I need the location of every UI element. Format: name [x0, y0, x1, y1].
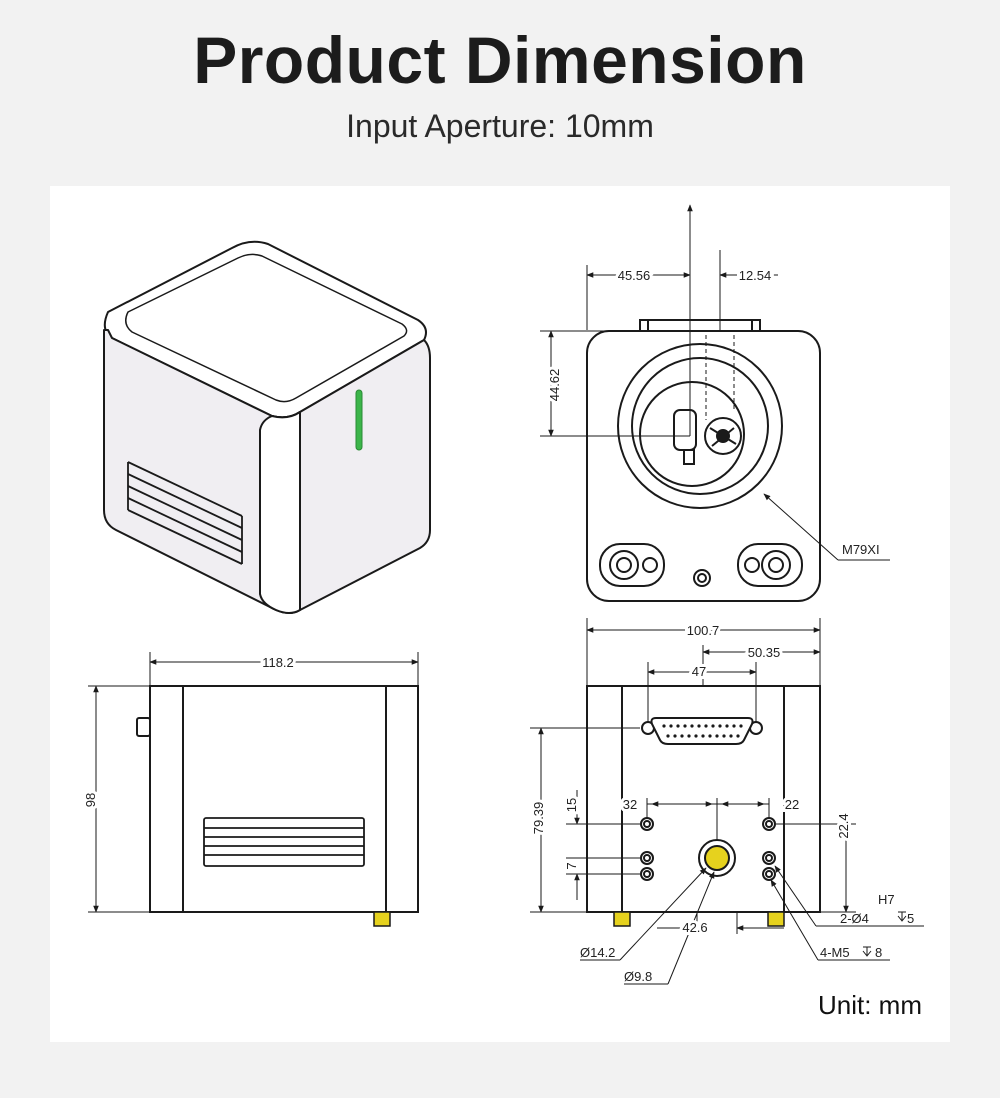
depth-symbol-icon	[862, 911, 907, 957]
pin-depth-label: 5	[907, 911, 914, 926]
page-title: Product Dimension	[193, 23, 807, 97]
front-mirror-left	[673, 409, 697, 451]
hole-left-label: 32	[623, 797, 637, 812]
pin-tolerance-label: H7	[878, 892, 895, 907]
rear-bottom-spacing-label: 42.6	[682, 920, 707, 935]
iso-vents	[127, 461, 243, 565]
thread-depth-label: 8	[875, 945, 882, 960]
rear-height-label: 79.39	[531, 802, 546, 835]
hole-height-label: 22.4	[836, 813, 851, 838]
iso-right-face	[299, 339, 431, 611]
rear-width-label: 100.7	[687, 623, 720, 638]
front-view	[540, 204, 890, 602]
rear-db-pins	[662, 724, 743, 738]
unit-label: Unit: mm	[818, 990, 922, 1020]
rear-view	[530, 618, 924, 985]
front-center-screw	[693, 569, 711, 587]
front-height-label: 44.62	[547, 369, 562, 402]
hole-lower-label: 7	[564, 862, 579, 869]
side-knob	[136, 717, 151, 737]
front-offset-left-label: 45.56	[618, 268, 651, 283]
thread-holes-label: 4-M5	[820, 945, 850, 960]
front-aperture-outer	[617, 343, 783, 509]
side-view	[88, 652, 419, 927]
rear-db-connector	[641, 717, 763, 745]
front-fitting-left	[599, 543, 665, 587]
connector-spacing-label: 47	[692, 664, 706, 679]
rear-connector-right	[767, 911, 785, 927]
inner-diameter-label: Ø9.8	[624, 969, 652, 984]
hole-vertical-label: 15	[564, 798, 579, 812]
iso-corner	[259, 411, 301, 614]
front-aperture-inner	[639, 381, 745, 487]
side-connector	[373, 911, 391, 927]
rear-connector-left	[613, 911, 631, 927]
side-vents	[203, 817, 365, 867]
front-aperture-ring	[631, 357, 769, 495]
pin-holes-label: 2-Ø4	[840, 911, 869, 926]
front-top-tab	[639, 319, 761, 332]
isometric-view	[103, 240, 431, 614]
hole-right-label: 22	[785, 797, 799, 812]
iso-top-inset	[125, 253, 408, 403]
front-offset-right-label: 12.54	[739, 268, 772, 283]
mount-label: M79XI	[842, 542, 880, 557]
front-fitting-right	[737, 543, 803, 587]
led-indicator	[355, 389, 363, 451]
page-subtitle: Input Aperture: 10mm	[346, 108, 654, 144]
outer-diameter-label: Ø14.2	[580, 945, 615, 960]
side-height-label: 98	[83, 793, 98, 807]
side-width-label: 118.2	[262, 655, 294, 670]
side-body	[149, 685, 419, 913]
rear-half-label: 50.35	[748, 645, 781, 660]
